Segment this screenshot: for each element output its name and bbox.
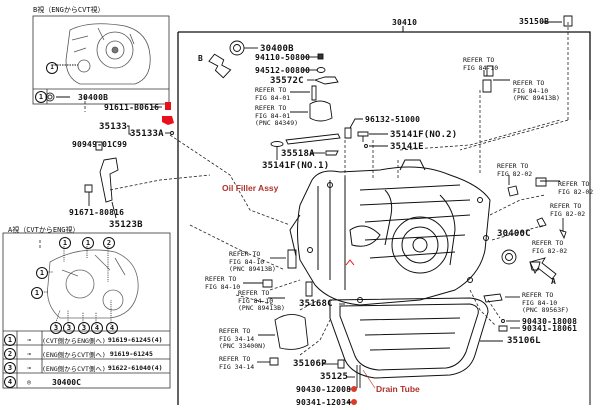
reference-fig-82-02[interactable]: REFER TO FIG 82-02 [558,180,594,196]
panel-a-callout: 3 [50,322,62,334]
panel-a-callout: 1 [82,237,94,249]
panel-a-callout: 2 [103,237,115,249]
legend-index: 1 [4,334,16,346]
legend-index: 3 [4,362,16,374]
legend-desc: (ENG側からCVT側へ) [42,351,106,359]
view-arrow-a-label: A [551,277,557,286]
part-label-91611[interactable]: 91611-B0616 [104,103,160,112]
panel-a-legend: 1 ⊸ (CVT側からENG側へ) 91619-61245(4) 2 ⊸ (EN… [4,333,169,389]
panel-a-frame [2,232,171,389]
reference-fig-84-10-pnc[interactable]: REFER TO FIG 84-10 (PNC 89413B) [513,79,560,102]
bolt-icon: ⊸ [27,336,31,344]
bolt-icon: ⊸ [27,364,31,372]
panel-a-legend-row: 1 ⊸ (CVT側からENG側へ) 91619-61245(4) [4,333,169,347]
panel-a-callout-leaders [42,246,112,326]
part-label-35106l[interactable]: 35106L [507,336,541,346]
reference-fig-34-14-pnc[interactable]: REFER TO FIG 34-14 (PNC 33400N) [219,327,266,350]
part-label-35141f-no1[interactable]: 35141F(NO.1) [262,161,330,171]
reference-fig-82-02[interactable]: REFER TO FIG 82-02 [532,239,568,255]
part-label-30400c[interactable]: 30400C [497,229,531,239]
reference-fig-34-14[interactable]: REFER TO FIG 34-14 [219,355,255,371]
panel-a-callout: 4 [106,322,118,334]
legend-part[interactable]: 91622-61040(4) [107,364,163,372]
drain-gasket-highlight [351,399,357,405]
reference-fig-82-02[interactable]: REFER TO FIG 82-02 [550,202,586,218]
part-label-90341-12034[interactable]: 90341-12034 [296,398,352,407]
panel-a-legend-row: 4 ◎ 30400C [4,375,169,389]
filler-gasket-highlight [162,116,174,125]
panel-a-callout: 1 [36,267,48,279]
panel-a-title: A視（CVTからENG視） [8,226,80,234]
part-label-90430-12008[interactable]: 90430-12008 [296,385,352,394]
view-arrow-a [529,257,557,280]
part-label-35125[interactable]: 35125 [320,372,349,382]
part-label-94110[interactable]: 94110-50800 [255,53,311,62]
panel-a-callout: 3 [78,322,90,334]
part-label-35133a[interactable]: 35133A [130,129,164,139]
panel-b-callout: 1 [46,62,58,74]
main-part-label[interactable]: 30410 [392,18,418,27]
panel-a-legend-row: 3 ⊸ (ENG側からCVT側へ) 91622-61040(4) [4,361,169,375]
view-arrow-b [208,53,232,79]
part-label-94512[interactable]: 94512-00800 [255,66,311,75]
part-label-90430-18008[interactable]: 90430-18008 [522,317,578,326]
case-filler-highlight [345,259,355,266]
legend-part[interactable]: 91619-61245(4) [107,336,163,344]
reference-fig-84-01-pnc[interactable]: REFER TO FIG 84-01 (PNC 84349) [255,104,299,127]
part-label-30400b[interactable]: 30400B [260,44,294,54]
reference-fig-84-10[interactable]: REFER TO FIG 84-10 [205,275,241,291]
panel-b-legend-index: 1 [35,91,47,103]
part-label-90949[interactable]: 90949-01C99 [72,140,128,149]
reference-fig-84-10[interactable]: REFER TO FIG 84-10 [463,56,499,72]
legend-index: 4 [4,376,16,388]
seal-ring-icon: ◎ [27,378,31,386]
part-label-35106p[interactable]: 35106P [293,359,327,369]
part-label-90341-18061[interactable]: 90341-18061 [522,324,578,333]
panel-b-transmission-sketch [65,23,151,85]
part-label-35572c[interactable]: 35572C [270,76,304,86]
panel-a-legend-row: 2 ⊸ (ENG側からCVT側へ) 91619-61245 [4,347,169,361]
highlighted-parts [162,102,357,405]
legend-desc: (ENG側からCVT側へ) [42,365,106,373]
part-label-35150b[interactable]: 35150B [519,17,550,26]
transmission-case-drawing [289,159,491,306]
oil-pan-drawing [329,297,489,379]
panel-a-callout: 3 [63,322,75,334]
part-label-35141f-no2[interactable]: 35141F(NO.2) [390,130,458,140]
part-label-35168c[interactable]: 35168C [299,299,333,309]
panel-a-callout: 1 [59,237,71,249]
reference-fig-84-01[interactable]: REFER TO FIG 84-01 [255,86,291,102]
drain-plug-highlight [351,386,357,392]
drain-tube-annotation: Drain Tube [376,384,420,394]
bolt-icon: ⊸ [27,350,31,358]
part-label-91671[interactable]: 91671-80816 [69,208,125,217]
legend-index: 2 [4,348,16,360]
part-label-35141e[interactable]: 35141E [390,142,424,152]
part-label-35123b[interactable]: 35123B [109,220,143,230]
reference-fig-84-10-pnc[interactable]: REFER TO FIG 84-10 (PNC 89413B) [238,289,285,312]
reference-fig-84-10-pnc[interactable]: REFER TO FIG 84-10 (PNC 89563F) [522,291,569,314]
reference-fig-84-10-pnc[interactable]: REFER TO FIG 84-10 (PNC 89413B) [229,250,276,273]
part-label-96132[interactable]: 96132-51000 [365,115,421,124]
panel-a-callout: 1 [31,287,43,299]
view-arrow-b-label: B [198,54,204,63]
legend-desc: (CVT側からENG側へ) [42,337,106,345]
panel-a-transmission-sketch [47,249,139,319]
panel-b-legend-part[interactable]: 30400B [78,93,109,102]
filler-plug-highlight [165,102,171,110]
panel-b-title: B視（ENGからCVT視） [33,6,105,14]
legend-part[interactable]: 30400C [52,377,81,387]
part-label-35133[interactable]: 35133 [99,122,128,132]
panel-b-frame [32,15,170,105]
part-leaders [84,15,573,403]
dashed-leader-lines [39,22,569,356]
panel-a-callout: 4 [91,322,103,334]
part-label-35518a[interactable]: 35518A [281,149,315,159]
reference-fig-82-02[interactable]: REFER TO FIG 82-02 [497,162,533,178]
oil-filler-annotation: Oil Filler Assy [222,183,279,193]
legend-part[interactable]: 91619-61245 [109,350,153,358]
